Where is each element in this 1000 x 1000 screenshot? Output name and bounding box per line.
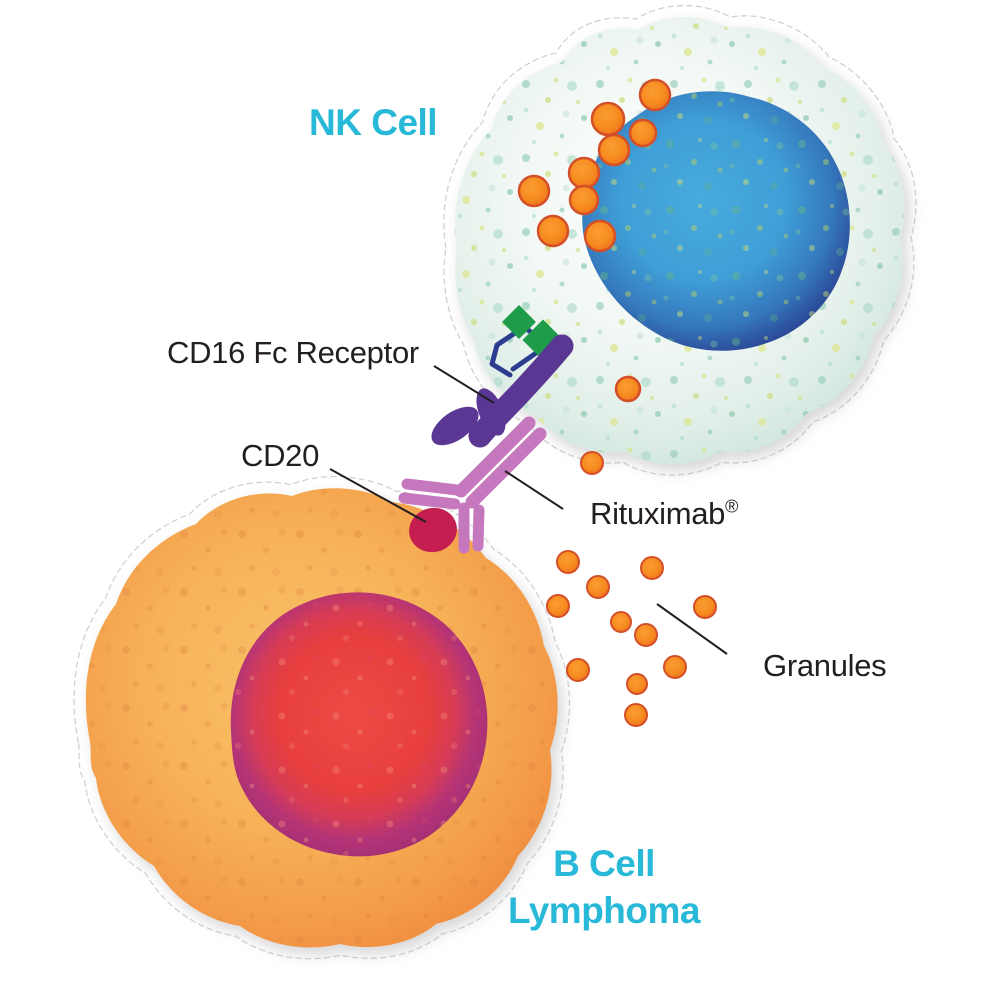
b-cell-lymphoma-label: B Cell Lymphoma bbox=[479, 840, 729, 934]
b-cell-illustration bbox=[73, 475, 571, 960]
cd16-loop bbox=[489, 330, 518, 378]
granule bbox=[546, 594, 570, 618]
cd16-binding-lobe bbox=[476, 388, 506, 436]
antibody-fab-arm bbox=[472, 504, 485, 552]
granule bbox=[614, 375, 642, 403]
antibody-fab-arm bbox=[398, 492, 461, 510]
granule bbox=[583, 219, 617, 253]
b-cell-label-line1: B Cell bbox=[553, 843, 655, 884]
rituximab-label: Rituximab® bbox=[590, 496, 738, 532]
rituximab-antibody-illustration bbox=[398, 416, 547, 554]
pointer-line-rituximab bbox=[504, 470, 564, 510]
pointer-line-cd16 bbox=[433, 365, 495, 404]
antibody-fab-arm bbox=[401, 478, 463, 496]
cd16-fc-receptor-label: CD16 Fc Receptor bbox=[167, 335, 419, 370]
cd16-loop bbox=[510, 348, 542, 372]
granule bbox=[590, 101, 626, 137]
nk-cell-illustration bbox=[443, 4, 917, 476]
pointer-line-cd20 bbox=[329, 468, 427, 523]
nk-cell-nucleus-speckles bbox=[582, 91, 850, 351]
granule bbox=[536, 214, 570, 248]
granule bbox=[517, 174, 551, 208]
granule bbox=[640, 556, 664, 580]
granule bbox=[586, 575, 610, 599]
pointer-lines bbox=[329, 365, 728, 655]
granule bbox=[634, 623, 658, 647]
granule bbox=[626, 673, 648, 695]
granule bbox=[624, 703, 648, 727]
granule bbox=[628, 118, 658, 148]
antibody-heavy-chain bbox=[454, 416, 536, 498]
granule bbox=[566, 658, 590, 682]
granule bbox=[693, 595, 717, 619]
nk-granules bbox=[517, 78, 672, 403]
granule bbox=[580, 451, 604, 475]
granules-label: Granules bbox=[763, 648, 887, 683]
antibody-heavy-chain bbox=[465, 427, 547, 509]
granule bbox=[568, 184, 600, 216]
granule bbox=[638, 78, 672, 112]
rituximab-label-text: Rituximab bbox=[590, 496, 726, 531]
granule bbox=[567, 156, 601, 190]
granule bbox=[556, 550, 580, 574]
cd16-stalk-and-lobes bbox=[431, 334, 574, 448]
registered-trademark-symbol: ® bbox=[725, 496, 739, 517]
granule bbox=[610, 611, 632, 633]
cd16-binding-lobe bbox=[431, 406, 479, 446]
b-cell-nucleus-grain bbox=[230, 592, 488, 857]
released-granules bbox=[546, 451, 717, 727]
nk-cell-label: NK Cell bbox=[309, 102, 438, 143]
granule bbox=[597, 133, 631, 167]
cd20-label: CD20 bbox=[241, 438, 320, 473]
granule bbox=[663, 655, 687, 679]
pointer-line-granules bbox=[656, 603, 728, 655]
b-cell-label-line2: Lymphoma bbox=[508, 890, 700, 931]
